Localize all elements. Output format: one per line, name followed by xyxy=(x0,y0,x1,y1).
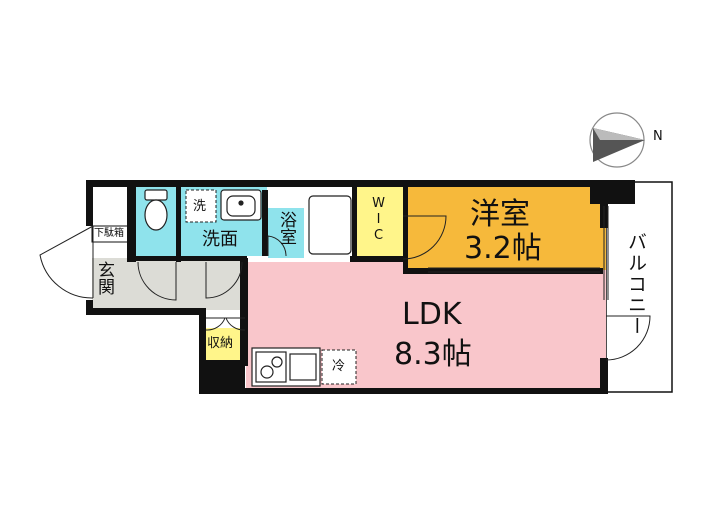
storage-label: 収納 xyxy=(207,336,234,351)
balcony-label: バルコニー xyxy=(625,232,647,337)
ldk-size: 8.3帖 xyxy=(394,337,472,372)
western-room-name: 洋室 xyxy=(470,197,530,232)
bathtub-icon xyxy=(308,195,352,255)
corridor-area xyxy=(126,258,246,310)
washer-label: 洗 xyxy=(193,199,207,214)
sliding-doors xyxy=(428,206,609,300)
entrance-label: 玄関 xyxy=(94,261,114,295)
compass-icon xyxy=(589,112,645,168)
washroom-label: 洗面 xyxy=(202,229,238,250)
shoe-box-label: 下駄箱 xyxy=(94,228,124,239)
washbasin-icon xyxy=(220,189,262,221)
wic-label: WIC xyxy=(371,196,386,244)
western-room-size: 3.2帖 xyxy=(464,231,542,266)
washer-space xyxy=(185,189,217,223)
balcony-area xyxy=(605,181,673,393)
bath-label: 浴室 xyxy=(276,211,296,245)
compass-north-label: N xyxy=(653,129,663,144)
entrance-area xyxy=(92,258,126,310)
bath-label-area xyxy=(268,208,304,258)
storage-area xyxy=(205,328,245,360)
wic-area xyxy=(357,186,403,260)
western-room-area xyxy=(408,186,606,270)
ldk-name: LDK xyxy=(402,297,462,332)
fridge-label: 冷 xyxy=(332,359,346,374)
walls xyxy=(86,180,635,394)
doors xyxy=(39,215,651,361)
stove-icon xyxy=(251,347,321,387)
toilet-icon xyxy=(144,189,168,231)
fridge-space xyxy=(321,349,357,385)
